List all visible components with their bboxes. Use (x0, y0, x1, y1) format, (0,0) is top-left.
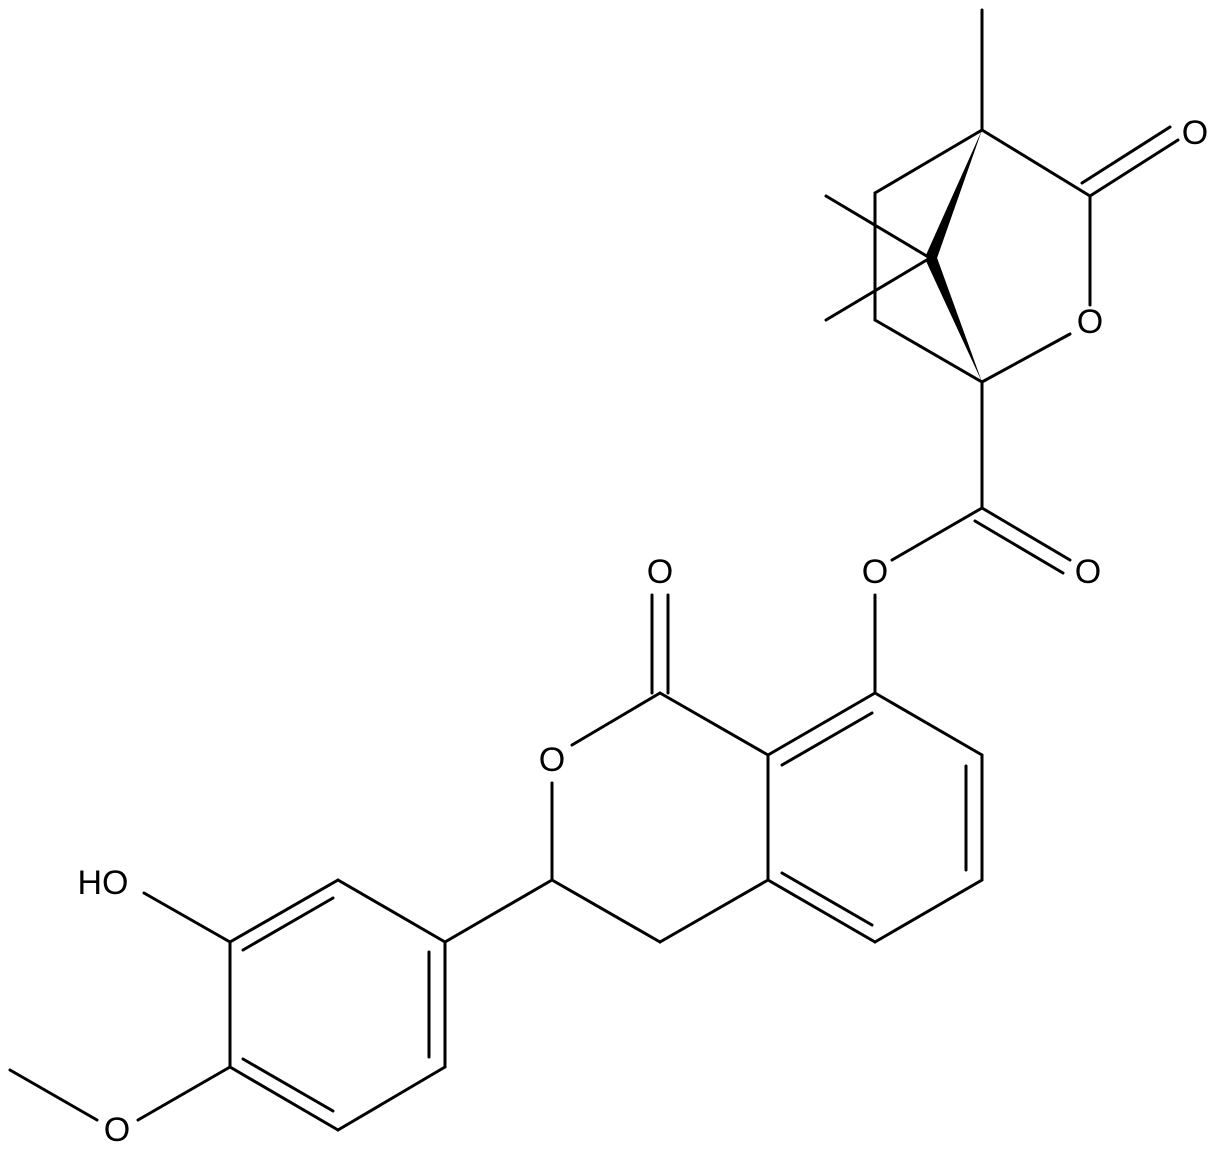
bond (973, 519, 1065, 575)
bond (550, 878, 662, 944)
bond (780, 871, 874, 927)
atom-label-oxygen: O (862, 553, 888, 591)
bond (336, 878, 447, 944)
atom-label-oxygen: O (1075, 553, 1101, 591)
bond (142, 891, 232, 944)
bond (136, 1065, 232, 1122)
bond (980, 506, 1072, 562)
bond (241, 896, 335, 952)
bond (873, 878, 984, 944)
bond (241, 1057, 335, 1113)
bond (873, 318, 984, 384)
bond (766, 691, 877, 757)
bond (658, 691, 770, 757)
bond (1088, 138, 1180, 198)
bond (824, 194, 932, 260)
bond (228, 1065, 340, 1132)
atom-label-hydroxy: HO (78, 864, 129, 902)
bond (780, 711, 874, 767)
aryl-substituent (8, 878, 554, 1132)
bond (336, 1065, 447, 1132)
bond (824, 256, 932, 322)
wedge-bond (926, 255, 982, 382)
atom-label-oxygen: O (104, 1111, 130, 1149)
wedge-bond (926, 130, 982, 261)
atom-label-oxygen: O (1182, 114, 1208, 152)
bond (980, 128, 1092, 198)
atom-label-oxygen: O (1077, 303, 1103, 341)
bond (443, 878, 554, 944)
atom-label-oxygen: O (539, 741, 565, 779)
bond (658, 878, 770, 944)
bond (873, 691, 984, 757)
atom-labels: O O O O O O HO O (78, 114, 1209, 1149)
bond (873, 128, 984, 195)
bond (766, 878, 877, 944)
atom-label-oxygen: O (647, 553, 673, 591)
bond (980, 332, 1072, 384)
camphanate-fragment (824, 8, 1180, 575)
bond (8, 1068, 99, 1122)
bond (570, 691, 662, 747)
bond (228, 878, 340, 944)
bond (1080, 125, 1172, 185)
bond (890, 506, 984, 562)
isochromanone-core (550, 593, 984, 944)
